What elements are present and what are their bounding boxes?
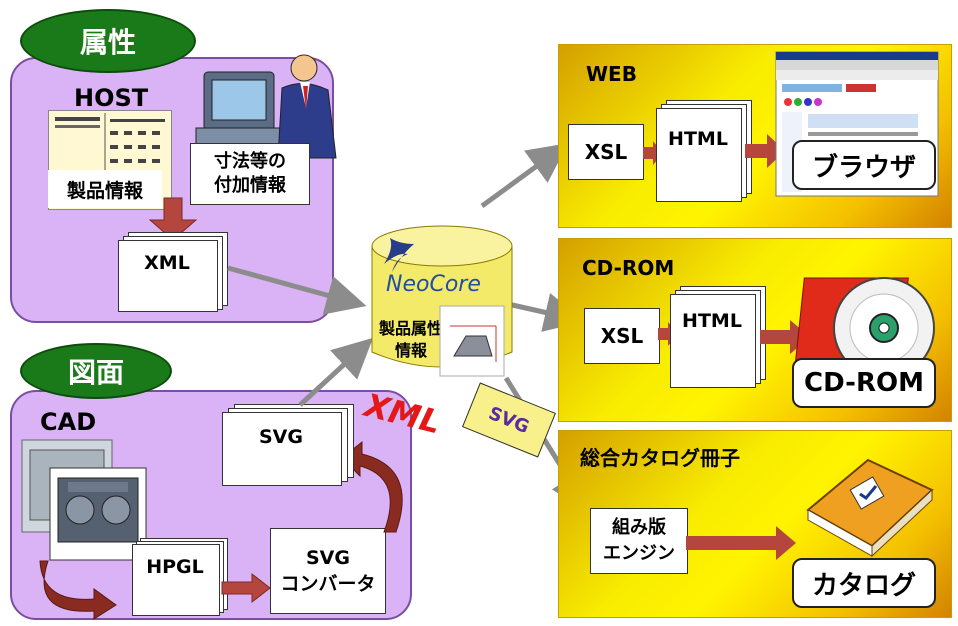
web-xsl-label: XSL: [584, 140, 628, 164]
attribute-pill-label: 属性: [79, 26, 136, 59]
cad-label: CAD: [40, 408, 97, 436]
cdrom-xsl-label: XSL: [600, 324, 644, 348]
part-drawing-thumbnail: [439, 305, 505, 377]
neocore-brand: NeoCore: [386, 272, 481, 297]
catalog-output-label: カタログ: [811, 570, 916, 601]
cdrom-output-label: CD-ROM: [804, 368, 924, 398]
xml-doc-label: XML: [144, 252, 190, 274]
engine-part-icon: [21, 439, 147, 561]
cdrom-xsl-box: XSL: [584, 308, 660, 364]
hpgl-document: HPGL: [132, 538, 228, 616]
browser-label: ブラウザ: [811, 152, 916, 183]
cdrom-output-box: CD-ROM: [792, 358, 936, 408]
db-to-web-arrow: [480, 143, 569, 209]
down-arrow: [148, 197, 198, 241]
hpgl-doc-label: HPGL: [146, 556, 204, 578]
svg-doc-label: SVG: [259, 426, 303, 448]
svg-converter-box: SVG コンバータ: [270, 528, 386, 614]
typesetting-engine-box: 組み版 エンジン: [590, 508, 688, 574]
cdrom-html-document: HTML: [670, 286, 766, 388]
product-info-label-box: 製品情報: [48, 170, 162, 208]
host-label: HOST: [74, 84, 149, 112]
web-html-to-browser-arrow: [745, 134, 785, 168]
browser-box: ブラウザ: [792, 140, 936, 190]
attribute-pill: 属性: [20, 9, 196, 73]
catalog-output-box: カタログ: [792, 558, 936, 608]
cdrom-html-label: HTML: [682, 310, 742, 332]
drawing-pill: 図面: [20, 343, 172, 399]
web-xsl-box: XSL: [568, 124, 644, 180]
drawing-pill-label: 図面: [67, 356, 124, 389]
svg-converter-label: SVG コンバータ: [280, 547, 376, 595]
product-info-label: 製品情報: [66, 179, 143, 202]
engine-to-catalog-arrow: [686, 526, 796, 560]
curved-arrow-up: [341, 440, 403, 533]
xml-to-db-arrow: [227, 265, 367, 315]
catalog-title: 総合カタログ冊子: [580, 446, 740, 470]
xml-document: XML: [118, 232, 228, 312]
person-at-computer-icon: [195, 54, 337, 159]
db-label: 製品属性 情報: [378, 319, 443, 360]
web-title: WEB: [586, 62, 637, 86]
hpgl-to-converter-arrow: [221, 572, 271, 604]
typesetting-engine-label: 組み版 エンジン: [603, 517, 675, 564]
dimension-info-box: 寸法等の 付加情報: [190, 143, 310, 205]
svg-document: SVG: [222, 404, 354, 486]
cdrom-title: CD-ROM: [582, 256, 675, 280]
catalog-book-icon: [806, 458, 934, 558]
svg-tag-label: SVG: [485, 402, 533, 438]
svg-to-db-arrow: [298, 337, 374, 407]
curved-arrow-down: [39, 560, 117, 620]
dimension-info-label: 寸法等の 付加情報: [214, 151, 286, 196]
web-html-label: HTML: [668, 128, 728, 150]
web-html-document: HTML: [656, 100, 752, 202]
cd-rom-icon: [793, 277, 935, 379]
